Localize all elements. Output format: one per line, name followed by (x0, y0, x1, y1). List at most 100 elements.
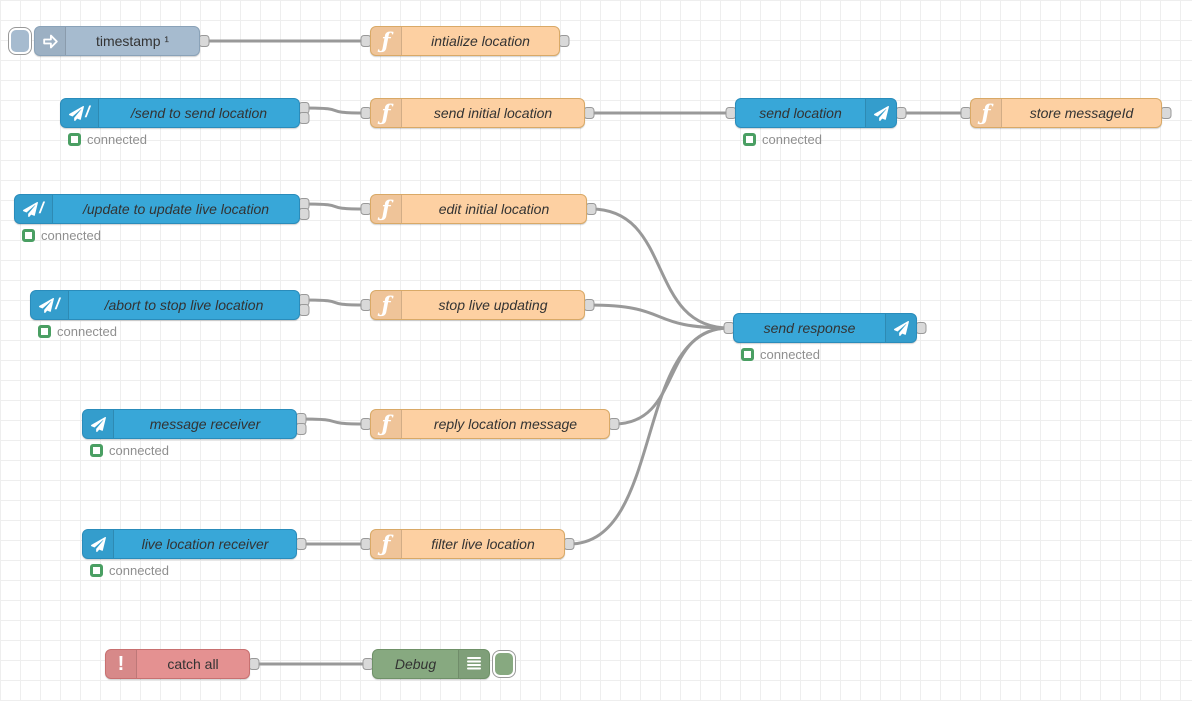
port[interactable] (298, 102, 310, 114)
status-text: connected (760, 347, 820, 362)
port[interactable] (295, 538, 307, 550)
node-label: live location receiver (141, 536, 269, 552)
node-initialize-location[interactable]: ƒ intialize location (370, 26, 560, 56)
node-catch-all[interactable]: ! catch all (105, 649, 250, 679)
node-label: send location (759, 105, 842, 121)
wire-filter-live-location-to-send-response[interactable] (567, 326, 731, 546)
status-ring-icon (38, 325, 51, 338)
node-filter-live-location[interactable]: ƒ filter live location (370, 529, 565, 559)
port[interactable] (298, 304, 310, 316)
wire-cmd-update-to-edit-initial-location[interactable] (302, 202, 368, 211)
status-ring-icon (743, 133, 756, 146)
port[interactable] (1160, 107, 1172, 119)
node-cmd-send[interactable]: / /send to send location (60, 98, 300, 128)
function-icon: ƒ (971, 99, 1002, 127)
node-cmd-update[interactable]: / /update to update live location (14, 194, 300, 224)
node-label: timestamp ¹ (95, 33, 170, 49)
telegram-plane-icon (83, 530, 114, 558)
node-label: message receiver (149, 416, 261, 432)
inject-arrow-icon (35, 27, 66, 55)
node-edit-initial-location[interactable]: ƒ edit initial location (370, 194, 587, 224)
port[interactable] (295, 423, 307, 435)
port[interactable] (298, 112, 310, 124)
node-label: intialize location (431, 33, 530, 49)
node-label: catch all (167, 656, 219, 672)
status-indicator: connected (90, 563, 169, 578)
node-cmd-abort[interactable]: / /abort to stop live location (30, 290, 300, 320)
port[interactable] (248, 658, 260, 670)
telegram-command-icon: / (61, 99, 99, 127)
status-text: connected (57, 324, 117, 339)
node-label: /abort to stop live location (104, 297, 264, 313)
port[interactable] (915, 322, 927, 334)
port[interactable] (895, 107, 907, 119)
port[interactable] (608, 418, 620, 430)
node-label: store messageId (1029, 105, 1134, 121)
status-indicator: connected (743, 132, 822, 147)
debug-button[interactable] (492, 650, 516, 678)
function-icon: ƒ (371, 291, 402, 319)
status-indicator: connected (22, 228, 101, 243)
port[interactable] (298, 198, 310, 210)
status-ring-icon (90, 564, 103, 577)
status-text: connected (109, 563, 169, 578)
status-text: connected (87, 132, 147, 147)
status-indicator: connected (68, 132, 147, 147)
telegram-command-icon: / (31, 291, 69, 319)
port[interactable] (583, 107, 595, 119)
exclamation-icon: ! (106, 650, 137, 678)
telegram-plane-icon (885, 314, 916, 342)
wire-cmd-send-to-send-initial-location[interactable] (302, 106, 368, 115)
wire-reply-location-message-to-send-response[interactable] (612, 326, 731, 426)
timestamp-button[interactable] (8, 27, 32, 55)
timestamp-button-fill (11, 30, 29, 52)
function-icon: ƒ (371, 27, 402, 55)
wire-stop-live-updating-to-send-response[interactable] (587, 303, 731, 330)
port[interactable] (585, 203, 597, 215)
status-indicator: connected (38, 324, 117, 339)
status-indicator: connected (741, 347, 820, 362)
status-text: connected (762, 132, 822, 147)
wire-cmd-abort-to-stop-live-updating[interactable] (302, 298, 368, 307)
port[interactable] (298, 294, 310, 306)
function-icon: ƒ (371, 195, 402, 223)
node-store-messageid[interactable]: ƒ store messageId (970, 98, 1162, 128)
function-icon: ƒ (371, 530, 402, 558)
status-indicator: connected (90, 443, 169, 458)
telegram-plane-icon (865, 99, 896, 127)
port[interactable] (563, 538, 575, 550)
port[interactable] (583, 299, 595, 311)
node-label: /update to update live location (82, 201, 270, 217)
port[interactable] (295, 413, 307, 425)
node-send-location[interactable]: send location (735, 98, 897, 128)
status-ring-icon (741, 348, 754, 361)
node-label: reply location message (433, 416, 578, 432)
node-stop-live-updating[interactable]: ƒ stop live updating (370, 290, 585, 320)
telegram-command-icon: / (15, 195, 53, 223)
node-debug[interactable]: Debug (372, 649, 490, 679)
status-ring-icon (22, 229, 35, 242)
node-label: /send to send location (130, 105, 268, 121)
node-live-location-receiver[interactable]: live location receiver (82, 529, 297, 559)
telegram-plane-icon (83, 410, 114, 438)
node-message-receiver[interactable]: message receiver (82, 409, 297, 439)
node-label: send initial location (433, 105, 553, 121)
node-timestamp[interactable]: timestamp ¹ (34, 26, 200, 56)
port[interactable] (558, 35, 570, 47)
node-label: edit initial location (438, 201, 550, 217)
debug-list-icon (458, 650, 489, 678)
node-label: filter live location (431, 536, 535, 552)
port[interactable] (298, 208, 310, 220)
node-send-response[interactable]: send response (733, 313, 917, 343)
status-ring-icon (68, 133, 81, 146)
port[interactable] (198, 35, 210, 47)
node-label: stop live updating (438, 297, 548, 313)
wire-edit-initial-location-to-send-response[interactable] (589, 207, 731, 330)
node-send-initial-location[interactable]: ƒ send initial location (370, 98, 585, 128)
wire-message-receiver-to-reply-location-message[interactable] (299, 417, 368, 426)
status-text: connected (41, 228, 101, 243)
function-icon: ƒ (371, 99, 402, 127)
